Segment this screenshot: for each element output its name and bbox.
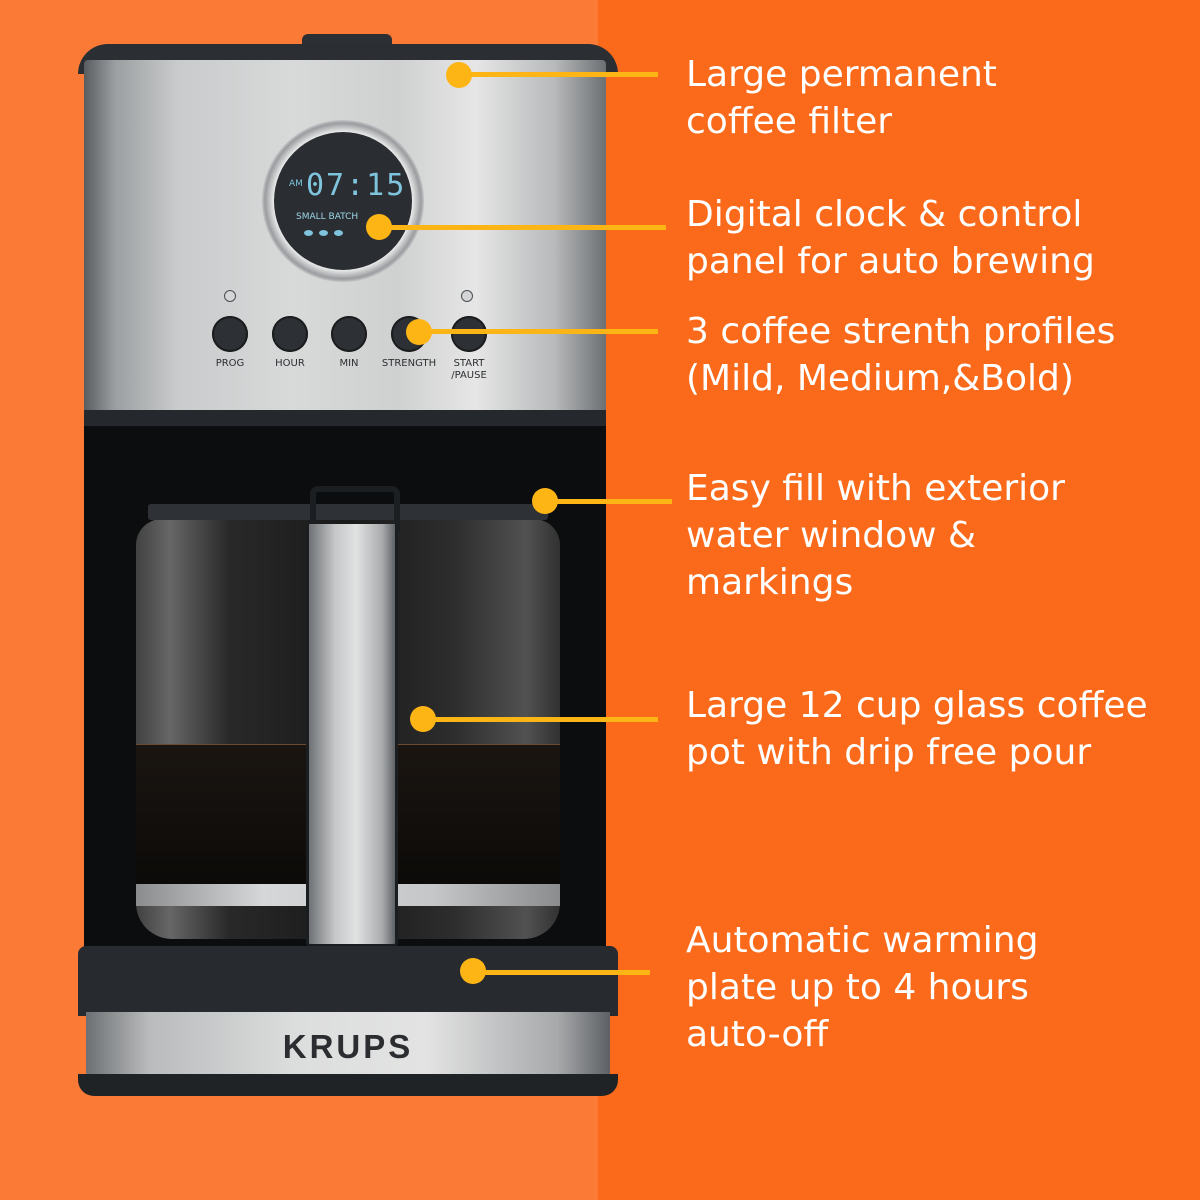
min-button[interactable] [331, 316, 367, 352]
carafe-handle [306, 524, 398, 947]
head-underside [84, 410, 606, 430]
coffee-maker-image: AM 07:15 SMALL BATCH PROG HOUR MIN STREN… [78, 34, 618, 1104]
brand-logo: KRUPS [282, 1028, 414, 1065]
callout-line-water-window [546, 499, 672, 504]
feature-digital-clock: Digital clock & control panel for auto b… [686, 194, 1095, 282]
mode-label: SMALL BATCH [296, 212, 359, 222]
callout-line-display [380, 225, 666, 230]
prog-label: PROG [215, 358, 245, 369]
hour-button[interactable] [272, 316, 308, 352]
prog-button[interactable] [212, 316, 248, 352]
digital-display: AM 07:15 SMALL BATCH [274, 132, 412, 270]
handle-bracket [310, 486, 400, 532]
feature-warming-plate: Automatic warming plate up to 4 hours au… [686, 920, 1039, 1055]
start-pause-label: START /PAUSE [451, 358, 487, 381]
prog-led-indicator [224, 290, 236, 302]
steel-base-band [86, 1012, 610, 1082]
bean-icon [319, 230, 328, 236]
strength-label: STRENGTH [381, 358, 437, 369]
feature-strength-profiles: 3 coffee strenth profiles (Mild, Medium,… [686, 311, 1116, 399]
callout-line-carafe [424, 717, 658, 722]
strength-indicator [304, 230, 343, 236]
callout-line-warming-plate [474, 970, 650, 975]
bean-icon [304, 230, 313, 236]
clock-time: 07:15 [306, 168, 407, 203]
carafe-lid [148, 504, 548, 520]
hour-label: HOUR [275, 358, 305, 369]
min-label: MIN [339, 358, 359, 369]
callout-line-filter [460, 72, 658, 77]
start-pause-button[interactable] [451, 316, 487, 352]
feature-glass-carafe: Large 12 cup glass coffee pot with drip … [686, 685, 1148, 773]
start-led-indicator [461, 290, 473, 302]
base-foot [78, 1074, 618, 1096]
callout-line-strength [420, 329, 658, 334]
warming-plate [78, 946, 618, 1016]
background-right [598, 0, 1200, 1200]
bean-icon [334, 230, 343, 236]
feature-permanent-filter: Large permanent coffee filter [686, 54, 997, 142]
feature-easy-fill: Easy fill with exterior water window & m… [686, 468, 1065, 603]
filter-lid [302, 34, 392, 46]
meridiem-label: AM [289, 179, 303, 189]
